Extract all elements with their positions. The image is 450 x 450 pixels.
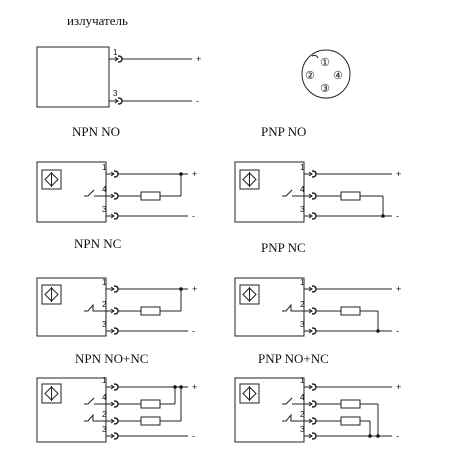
- pin-label: 4: [102, 185, 107, 194]
- plus-sign: +: [396, 169, 401, 179]
- emitter-box: [36, 46, 110, 108]
- pin-label: 2: [102, 300, 107, 309]
- pin-label: 1: [102, 278, 107, 287]
- pin-label: 1: [113, 48, 118, 57]
- sensor-icon: [239, 284, 260, 305]
- connector-pinout: ① ② ④ ③: [301, 49, 351, 99]
- sensor-icon: [41, 284, 62, 305]
- label-pnp-nc: PNP NC: [261, 240, 306, 255]
- plus-sign: +: [396, 382, 401, 392]
- diagram-pnp-nc: 1 + 2 3 -: [234, 277, 401, 337]
- connector-pin-2: ②: [305, 70, 315, 82]
- connector-pin-1: ①: [320, 57, 330, 69]
- pin-label: 3: [113, 89, 118, 98]
- label-npn-nonc: NPN NO+NC: [75, 351, 148, 366]
- pin-label: 2: [300, 300, 305, 309]
- pin-label: 1: [300, 278, 305, 287]
- label-pnp-nonc: PNP NO+NC: [258, 351, 329, 366]
- minus-sign: -: [196, 96, 199, 106]
- pin-label: 4: [300, 393, 305, 402]
- pin-label: 3: [300, 425, 305, 434]
- diagram-pnp-no: 1 + 4 3 -: [234, 161, 401, 223]
- pin-label: 1: [300, 376, 305, 385]
- diagram-pnp-nonc: 1 + 4 2 3 -: [234, 376, 401, 443]
- pin-label: 4: [102, 393, 107, 402]
- minus-sign: -: [396, 211, 399, 221]
- sensor-icon: [41, 169, 62, 190]
- pin-label: 1: [102, 376, 107, 385]
- plus-sign: +: [192, 284, 197, 294]
- diagram-npn-no: 1 + 4 3 -: [36, 161, 197, 223]
- pin-label: 3: [102, 320, 107, 329]
- label-pnp-no: PNP NO: [261, 124, 306, 139]
- plus-sign: +: [192, 169, 197, 179]
- pin-label: 3: [102, 425, 107, 434]
- pin-label: 3: [102, 205, 107, 214]
- plus-sign: +: [192, 382, 197, 392]
- pin-label: 4: [300, 185, 305, 194]
- emitter-diagram: 1 + 3 -: [36, 46, 201, 108]
- diagram-npn-nc: 1 + 2 3 -: [36, 277, 197, 337]
- connector-pin-3: ③: [320, 83, 330, 95]
- plus-sign: +: [396, 284, 401, 294]
- pin-label: 1: [300, 163, 305, 172]
- diagram-npn-nonc: 1 + 4 2 3 -: [36, 376, 197, 443]
- pin-label: 2: [102, 410, 107, 419]
- pin-label: 1: [102, 163, 107, 172]
- minus-sign: -: [192, 326, 195, 336]
- minus-sign: -: [192, 431, 195, 441]
- title-emitter: излучатель: [67, 13, 128, 28]
- sensor-icon: [239, 169, 260, 190]
- minus-sign: -: [192, 211, 195, 221]
- pin-label: 3: [300, 205, 305, 214]
- minus-sign: -: [396, 431, 399, 441]
- pin-label: 2: [300, 410, 305, 419]
- label-npn-no: NPN NO: [72, 124, 120, 139]
- sensor-icon: [239, 383, 260, 404]
- plus-sign: +: [196, 54, 201, 64]
- label-npn-nc: NPN NC: [74, 236, 121, 251]
- connector-pin-4: ④: [333, 70, 343, 82]
- minus-sign: -: [396, 326, 399, 336]
- pin-label: 3: [300, 320, 305, 329]
- sensor-icon: [41, 383, 62, 404]
